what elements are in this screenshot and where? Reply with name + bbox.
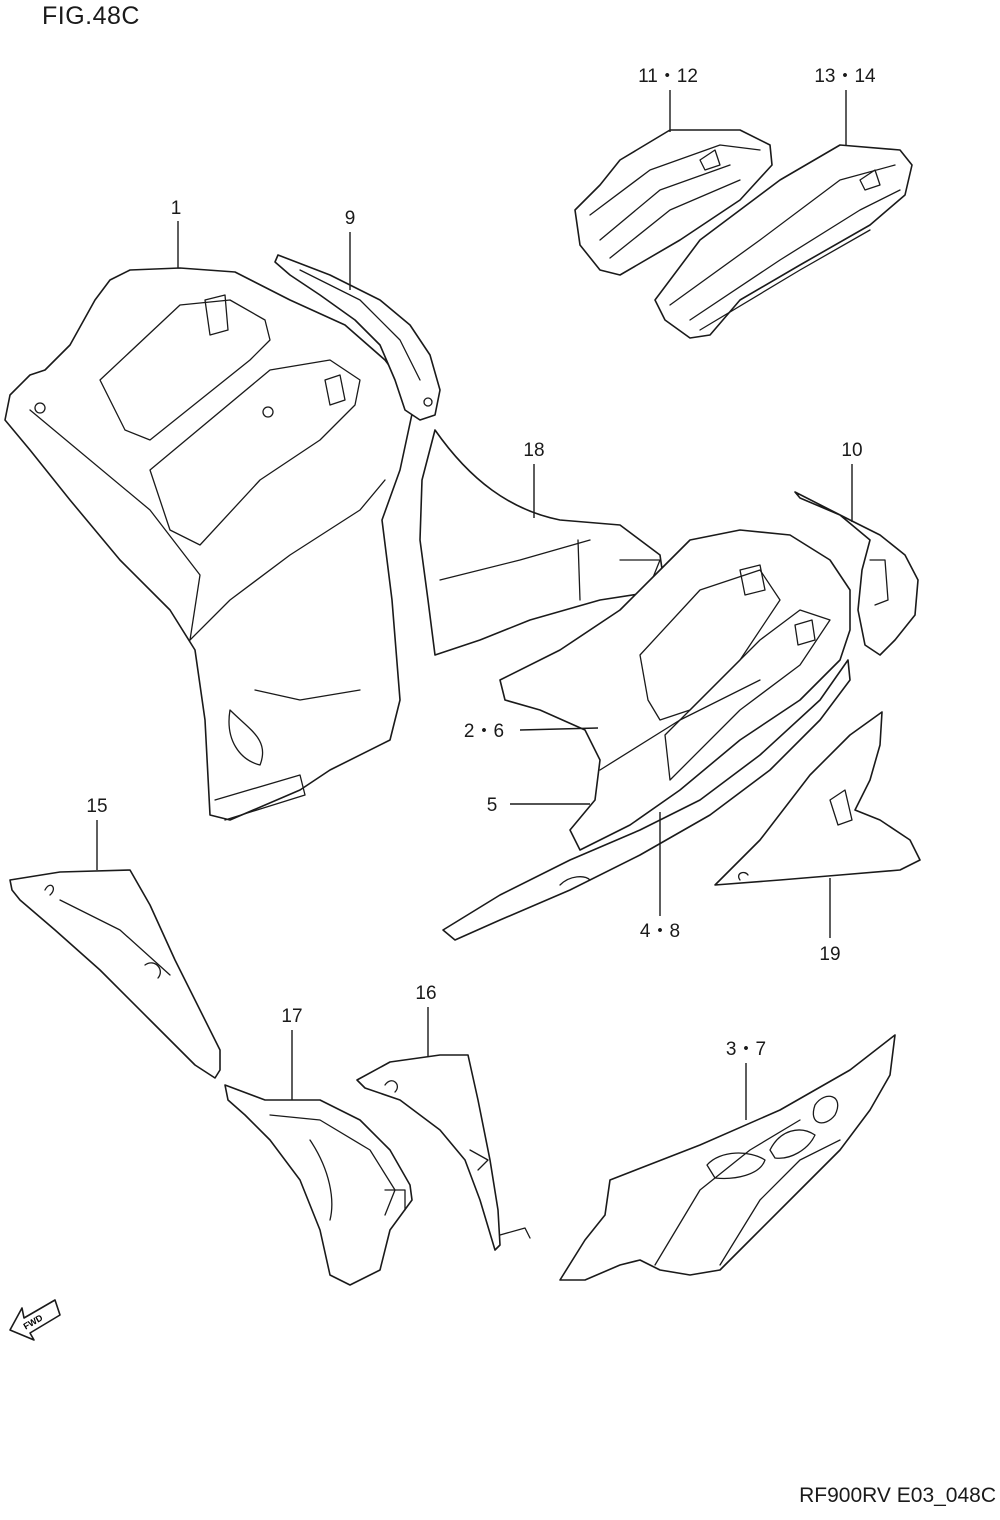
callout-10: 10 <box>841 440 862 461</box>
callout-3-7: 3・7 <box>726 1039 766 1060</box>
callout-17: 17 <box>281 1006 302 1027</box>
fwd-arrow-icon <box>9 1299 61 1341</box>
part-9-cowling-side-strip[interactable] <box>274 254 441 421</box>
callout-19: 19 <box>819 944 840 965</box>
part-3-7-900-emblem-decal[interactable] <box>559 1034 896 1281</box>
part-11-12-mirror-cover-left[interactable] <box>574 129 773 276</box>
callout-2-6: 2・6 <box>464 721 504 742</box>
callout-9: 9 <box>345 208 356 229</box>
callout-4-8: 4・8 <box>640 921 680 942</box>
footer-code: RF900RV E03_048C <box>799 1484 996 1507</box>
callout-5: 5 <box>487 795 498 816</box>
part-17-under-cowling-left[interactable] <box>224 1084 413 1286</box>
part-16-inner-panel-small[interactable] <box>356 1054 531 1251</box>
part-1-cowling-upper-left[interactable] <box>4 267 416 821</box>
callout-18: 18 <box>523 440 544 461</box>
part-10-side-cover-small[interactable] <box>794 491 919 656</box>
part-5-cowling-lower-edge[interactable] <box>442 659 851 941</box>
part-2-6-cowling-right[interactable] <box>499 529 851 851</box>
callout-13-14: 13・14 <box>814 66 876 87</box>
callout-1: 1 <box>171 198 182 219</box>
callout-11-12: 11・12 <box>638 66 698 87</box>
part-13-14-mirror-cover-right[interactable] <box>654 144 913 339</box>
part-19-lower-cowling-right[interactable] <box>714 711 921 886</box>
callout-16: 16 <box>415 983 436 1004</box>
figure-title: FIG.48C <box>42 2 140 30</box>
callout-15: 15 <box>86 796 107 817</box>
part-18-inner-cowling-panel[interactable] <box>419 429 666 656</box>
part-15-lower-cowling-left[interactable] <box>9 869 221 1079</box>
